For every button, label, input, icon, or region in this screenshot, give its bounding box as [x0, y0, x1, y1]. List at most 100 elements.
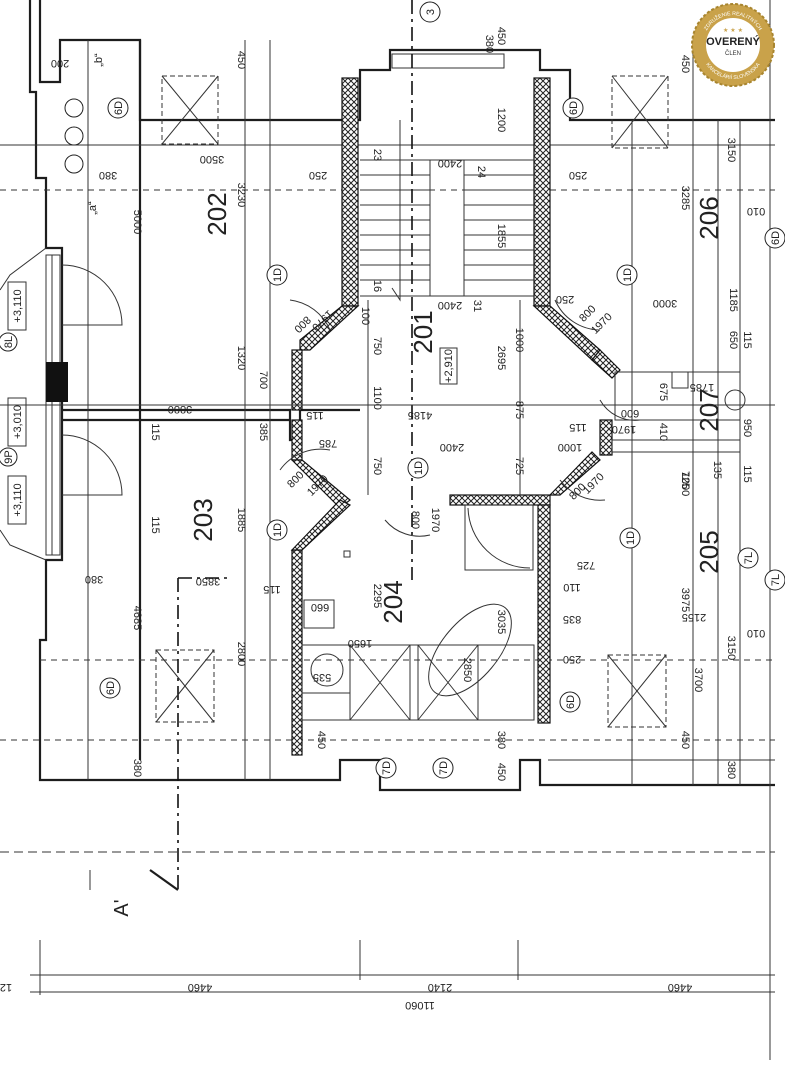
level-left-mid: +3,010	[12, 405, 24, 439]
svg-text:1D: 1D	[622, 268, 634, 282]
svg-text:24: 24	[475, 166, 487, 178]
badge-stars-icon: ★ ★ ★	[723, 27, 743, 34]
svg-text:3000: 3000	[653, 297, 677, 309]
svg-text:115: 115	[149, 423, 161, 441]
annotation-marks: „a“ „b“	[87, 53, 105, 215]
svg-text:1000: 1000	[513, 328, 525, 352]
svg-text:725: 725	[577, 559, 595, 571]
svg-text:3150: 3150	[725, 138, 737, 162]
svg-text:31: 31	[471, 300, 483, 312]
svg-text:7D: 7D	[438, 761, 450, 775]
svg-text:1D: 1D	[625, 531, 637, 545]
room-203: 203	[188, 498, 218, 541]
svg-text:010: 010	[747, 205, 765, 217]
svg-text:750: 750	[371, 457, 383, 475]
svg-text:385: 385	[257, 423, 269, 441]
svg-text:1320: 1320	[235, 346, 247, 370]
svg-text:6D: 6D	[568, 101, 580, 115]
svg-text:1000: 1000	[558, 441, 582, 453]
svg-text:450: 450	[235, 51, 247, 69]
svg-text:380: 380	[99, 169, 117, 181]
svg-text:660: 660	[311, 601, 329, 613]
svg-text:2155: 2155	[682, 611, 706, 623]
svg-text:450: 450	[495, 27, 507, 45]
svg-text:8L: 8L	[3, 336, 15, 348]
outer-walls	[0, 0, 775, 1060]
room-201: 201	[408, 310, 438, 353]
svg-text:800: 800	[285, 469, 306, 490]
svg-text:3880: 3880	[168, 403, 192, 415]
level-left-bottom: +3,110	[12, 483, 24, 516]
svg-text:835: 835	[563, 613, 581, 625]
svg-text:4460: 4460	[668, 981, 692, 993]
svg-text:1970: 1970	[612, 423, 636, 435]
svg-text:2400: 2400	[440, 441, 464, 453]
dimension-texts: 200 450 380 450 450 3500 380 1200 2400 2…	[0, 27, 765, 1011]
svg-text:16: 16	[371, 280, 383, 292]
level-marks: +2,910 +3,110 +3,010 +3,110	[7, 281, 458, 525]
room-labels: 202 201 203 204 205 206 207	[188, 192, 724, 623]
svg-text:650: 650	[727, 331, 739, 349]
svg-text:6D: 6D	[565, 695, 577, 709]
svg-text:1970: 1970	[429, 508, 441, 532]
svg-text:450: 450	[679, 731, 691, 749]
svg-text:9P: 9P	[3, 450, 15, 463]
svg-text:23: 23	[371, 149, 383, 161]
svg-text:3035: 3035	[495, 610, 507, 634]
svg-text:3150: 3150	[725, 636, 737, 660]
svg-text:115: 115	[149, 516, 161, 534]
svg-text:1885: 1885	[235, 508, 247, 532]
svg-text:2295: 2295	[371, 584, 383, 608]
svg-text:4460: 4460	[188, 981, 212, 993]
svg-text:7D: 7D	[381, 761, 393, 775]
svg-text:950: 950	[741, 419, 753, 437]
svg-text:3230: 3230	[235, 183, 247, 207]
svg-text:1785: 1785	[690, 381, 714, 393]
svg-text:380: 380	[131, 759, 143, 777]
bathroom-fixtures	[301, 504, 535, 721]
svg-text:1D: 1D	[413, 461, 425, 475]
svg-text:6D: 6D	[113, 101, 125, 115]
svg-text:380: 380	[85, 573, 103, 585]
svg-text:115: 115	[306, 409, 324, 421]
svg-text:„a“: „a“	[87, 201, 99, 215]
room-202: 202	[202, 192, 232, 235]
svg-text:675: 675	[657, 383, 669, 401]
svg-text:380: 380	[495, 731, 507, 749]
level-201: +2,910	[443, 349, 455, 383]
svg-text:3285: 3285	[679, 186, 691, 210]
svg-text:010: 010	[747, 627, 765, 639]
dimension-lines	[0, 40, 775, 995]
svg-text:115: 115	[263, 583, 281, 595]
svg-text:100: 100	[359, 307, 371, 325]
svg-text:250: 250	[309, 169, 327, 181]
svg-text:785: 785	[319, 437, 337, 449]
svg-text:725: 725	[679, 471, 691, 489]
svg-text:725: 725	[513, 457, 525, 475]
svg-text:250: 250	[556, 293, 574, 305]
svg-text:1650: 1650	[348, 637, 372, 649]
svg-text:700: 700	[257, 371, 269, 389]
svg-text:250: 250	[563, 653, 581, 665]
svg-text:1D: 1D	[272, 268, 284, 282]
svg-text:600: 600	[621, 407, 639, 419]
badge-title: OVERENÝ	[706, 35, 760, 48]
badge-subtitle: ČLEN	[725, 50, 741, 57]
svg-text:11060: 11060	[405, 999, 435, 1011]
section-marker: A'	[111, 899, 133, 916]
svg-text:135: 135	[711, 461, 723, 479]
svg-text:250: 250	[569, 169, 587, 181]
room-204: 204	[378, 580, 408, 623]
svg-text:115: 115	[569, 421, 587, 433]
room-206: 206	[694, 196, 724, 239]
svg-text:2140: 2140	[428, 981, 452, 993]
svg-text:1185: 1185	[727, 288, 739, 312]
svg-text:3700: 3700	[692, 668, 704, 692]
svg-text:1100: 1100	[371, 386, 383, 410]
svg-text:2850: 2850	[461, 658, 473, 682]
svg-text:2695: 2695	[495, 346, 507, 370]
svg-text:115: 115	[741, 331, 753, 349]
svg-text:4685: 4685	[131, 606, 143, 630]
svg-text:6D: 6D	[105, 681, 117, 695]
svg-text:„b“: „b“	[93, 53, 105, 67]
